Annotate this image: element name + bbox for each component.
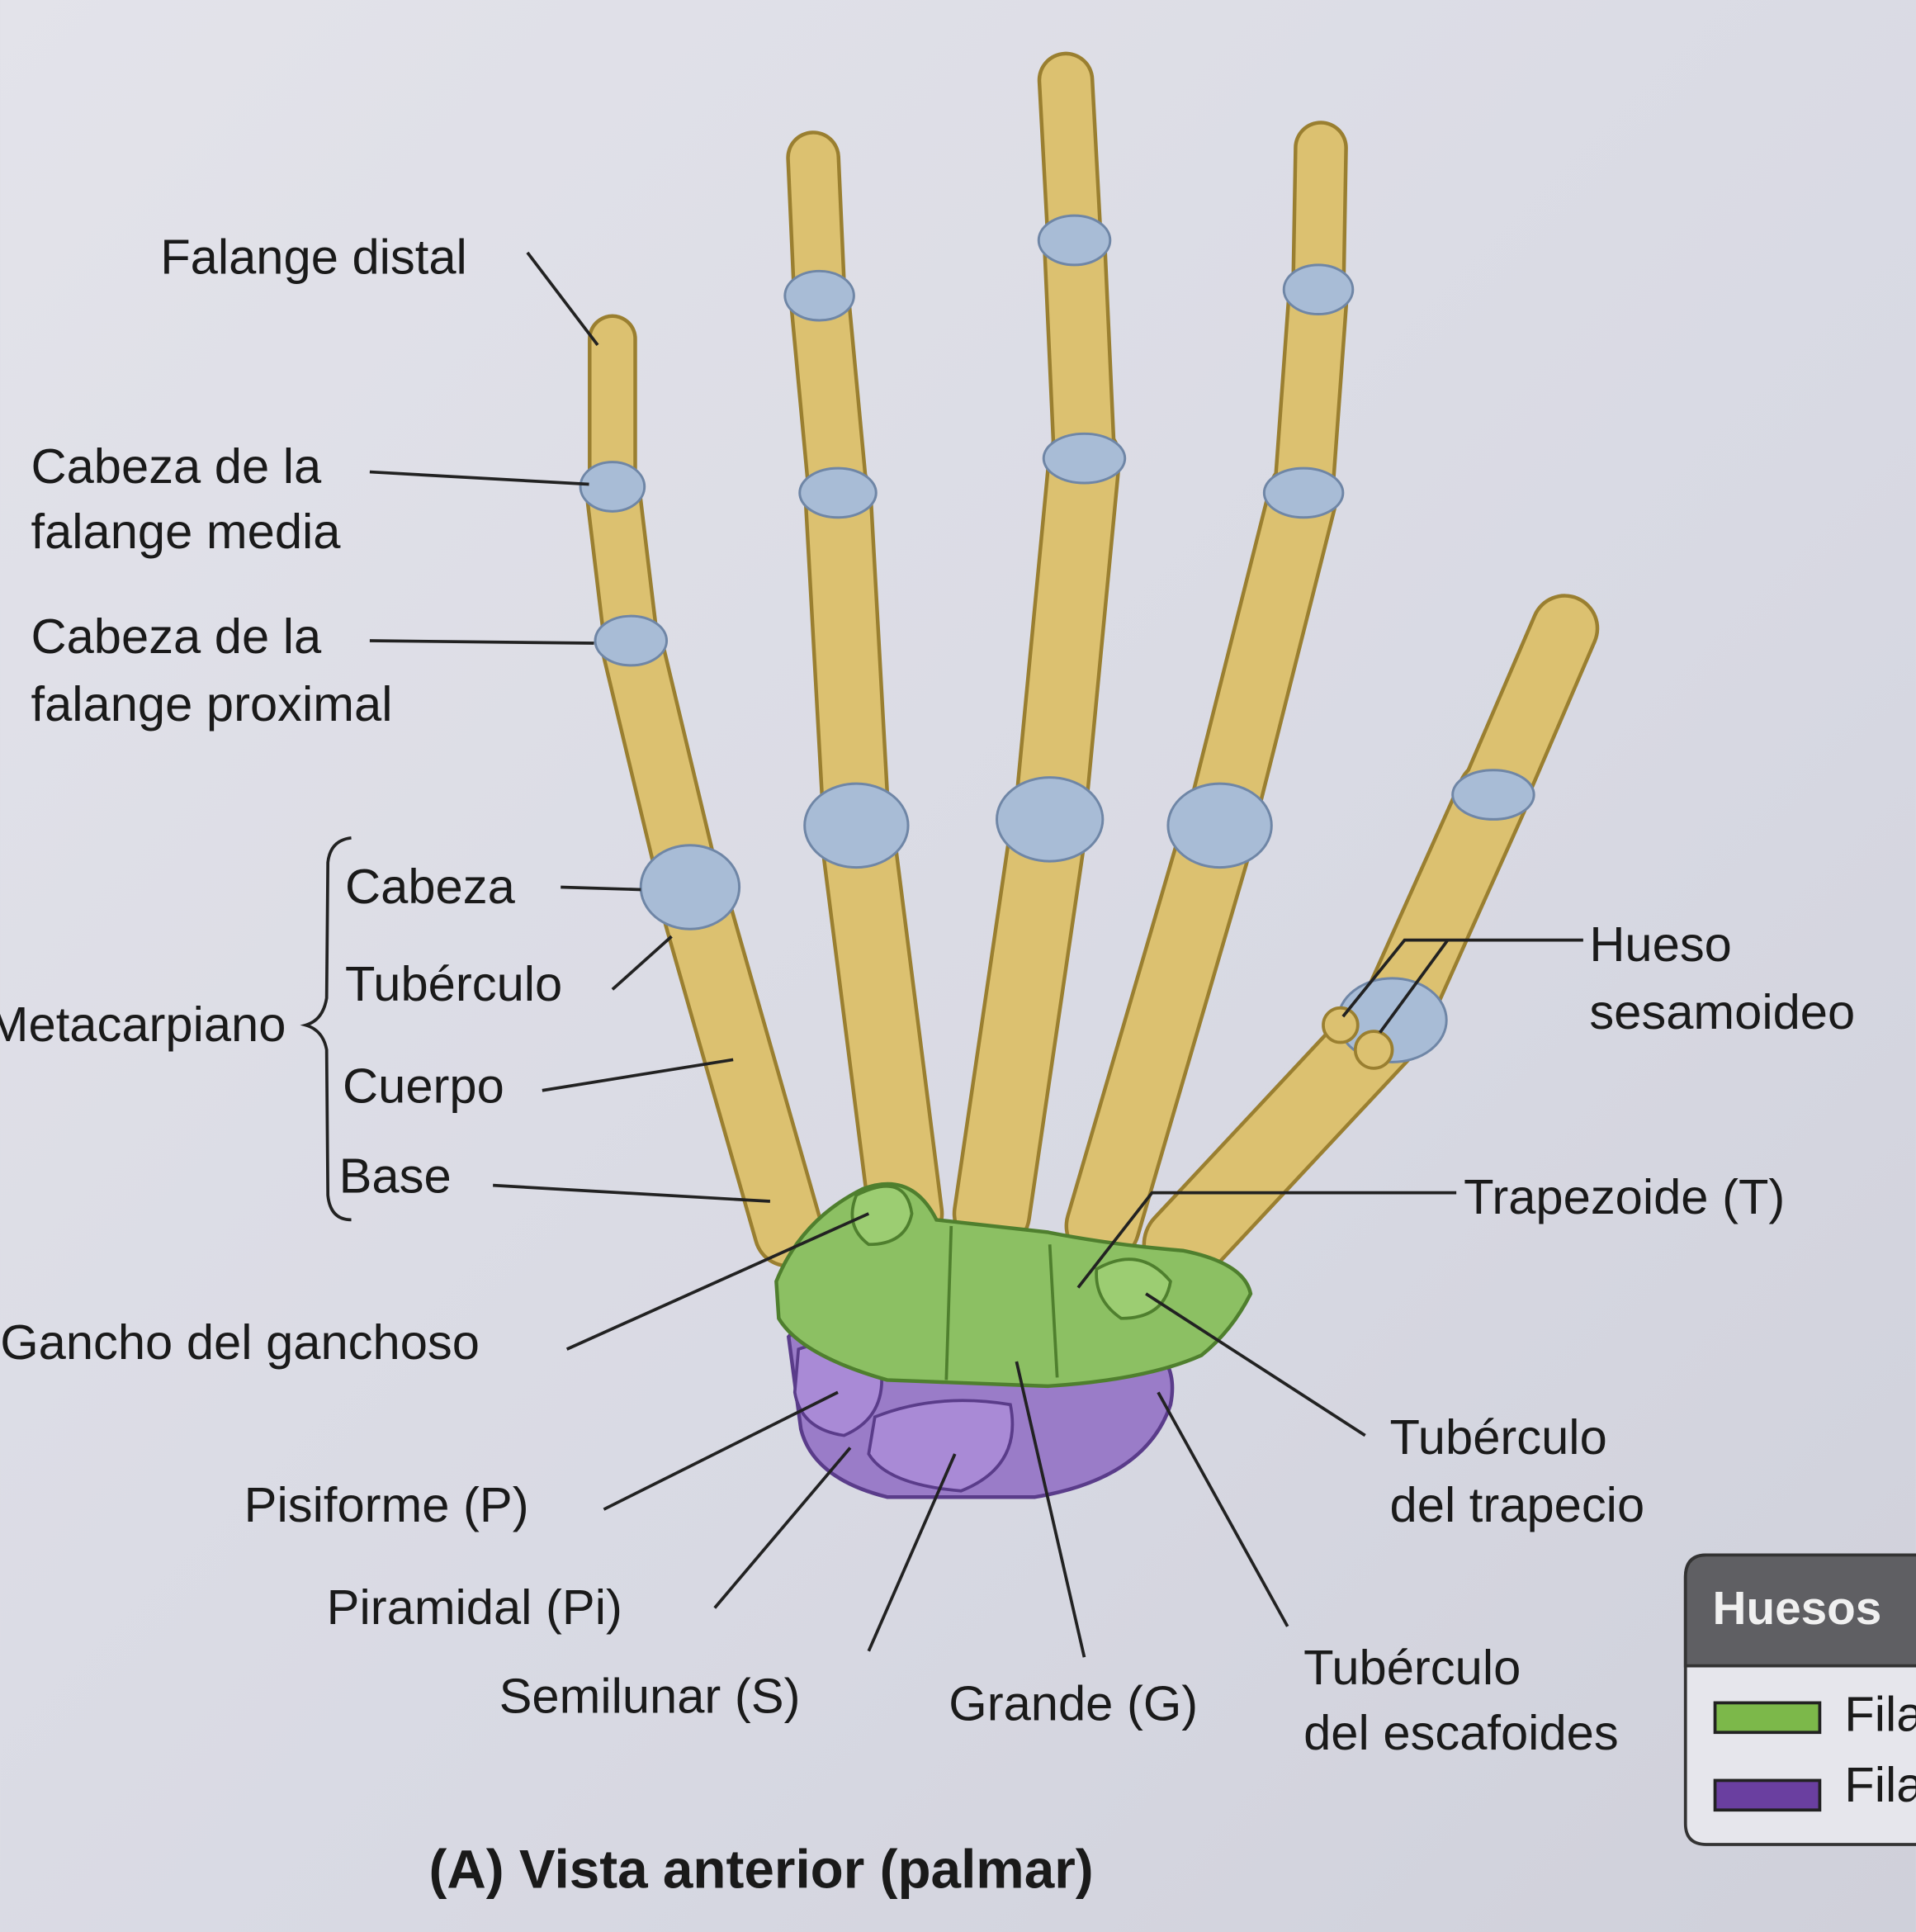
hamate-hook: [850, 1184, 914, 1247]
leader-pisiforme: [603, 1390, 839, 1511]
label-tub-trapecio-line2: del trapecio: [1390, 1477, 1645, 1532]
label-piramidal: Piramidal (Pi): [327, 1579, 622, 1635]
leader-semilunar: [867, 1453, 957, 1652]
middle-bone: [1046, 211, 1113, 487]
legend-label-proximal: Fila proximal: [1844, 1757, 1916, 1812]
labels: Falange distal Cabeza de la falange medi…: [0, 229, 1855, 1899]
middle-joint-cartilage: [1037, 214, 1112, 267]
label-sesamoideo-line1: Hueso: [1589, 916, 1732, 972]
label-tub-escafoides-line1: Tubérculo: [1303, 1640, 1521, 1695]
label-tub-trapecio-line1: Tubérculo: [1390, 1409, 1607, 1465]
ring-bone: [807, 462, 887, 857]
label-grande: Grande (G): [949, 1675, 1198, 1731]
index-joint-cartilage: [1262, 466, 1345, 519]
legend-header: [1683, 1553, 1916, 1668]
little-joint-cartilage: [579, 461, 646, 513]
index-bone: [1276, 262, 1346, 520]
index-bone: [1068, 791, 1255, 1261]
leader-grande: [1015, 1361, 1086, 1658]
label-tub-escafoides-line2: del escafoides: [1303, 1705, 1619, 1760]
label-cabeza-proximal-line2: falange proximal: [31, 676, 393, 732]
ring-joint-cartilage: [803, 782, 910, 869]
label-semilunar: Semilunar (S): [499, 1668, 801, 1723]
label-sesamoideo-line2: sesamoideo: [1589, 984, 1855, 1039]
carpal-divider: [1048, 1244, 1059, 1378]
leader-sesamoideo: [1341, 938, 1583, 1034]
leader-cabeza-proximal: [369, 639, 594, 645]
label-metacarpiano: Metacarpiano: [0, 997, 286, 1052]
legend-title: Huesos: [1713, 1583, 1882, 1635]
label-cabeza-media-line2: falange media: [31, 504, 342, 559]
middle-joint-cartilage: [1042, 432, 1127, 485]
sesamoid-bone: [1322, 1006, 1360, 1044]
label-trapezoide: Trapezoide (T): [1464, 1169, 1785, 1224]
figure-caption: (A) Vista anterior (palmar): [429, 1839, 1094, 1899]
leader-cuerpo: [542, 1058, 734, 1092]
label-tuberculo: Tubérculo: [345, 956, 562, 1011]
middle-bone: [956, 784, 1086, 1250]
little-bone: [658, 855, 821, 1265]
thumb-joint-cartilage: [1451, 769, 1535, 821]
legend-label-distal: Fila distal: [1844, 1687, 1916, 1742]
metacarpal-brace: [300, 836, 352, 1222]
leader-lines: [300, 251, 1583, 1658]
index-joint-cartilage: [1282, 263, 1355, 316]
leader-base: [493, 1183, 771, 1203]
bones-layer: [579, 51, 1600, 1286]
leader-tub-trapecio: [1145, 1292, 1366, 1437]
legend-swatch-proximal: [1713, 1778, 1822, 1812]
label-cuerpo: Cuerpo: [343, 1058, 504, 1114]
legend-swatch-distal: [1713, 1701, 1822, 1735]
label-pisiforme: Pisiforme (P): [244, 1477, 529, 1532]
leader-cabeza-media: [369, 470, 589, 486]
label-cabeza-proximal-line1: Cabeza de la: [31, 608, 323, 664]
leader-tub-escafoides: [1157, 1391, 1289, 1627]
leader-gancho: [565, 1212, 870, 1351]
carpal-bones: [774, 1181, 1253, 1499]
ring-joint-cartilage: [798, 466, 878, 519]
middle-bone: [1016, 424, 1118, 853]
semilunar-bone: [867, 1399, 1015, 1493]
label-cabeza-media-line1: Cabeza de la: [31, 438, 323, 494]
index-bone: [1187, 461, 1336, 858]
middle-joint-cartilage: [996, 776, 1105, 863]
legend: Huesos Fila distal Fila proximal: [1683, 1553, 1916, 1846]
leader-falange-distal: [526, 251, 599, 346]
label-cabeza: Cabeza: [345, 859, 516, 914]
carpal-divider: [944, 1225, 953, 1380]
leader-trapezoide: [1076, 1191, 1457, 1289]
ring-bone: [821, 791, 940, 1248]
sesamoid-bone: [1353, 1030, 1394, 1070]
little-joint-cartilage: [639, 844, 741, 930]
label-falange-distal: Falange distal: [160, 229, 467, 284]
label-base: Base: [339, 1148, 452, 1204]
trapezium-tubercle: [1095, 1257, 1172, 1320]
leader-tuberculo: [611, 935, 673, 991]
label-gancho-ganchoso: Gancho del ganchoso: [0, 1314, 480, 1370]
little-joint-cartilage: [594, 614, 669, 667]
leader-piramidal: [713, 1447, 852, 1609]
leader-cabeza: [561, 885, 641, 892]
index-joint-cartilage: [1166, 782, 1273, 869]
ring-joint-cartilage: [783, 269, 855, 322]
ring-bone: [792, 268, 865, 520]
